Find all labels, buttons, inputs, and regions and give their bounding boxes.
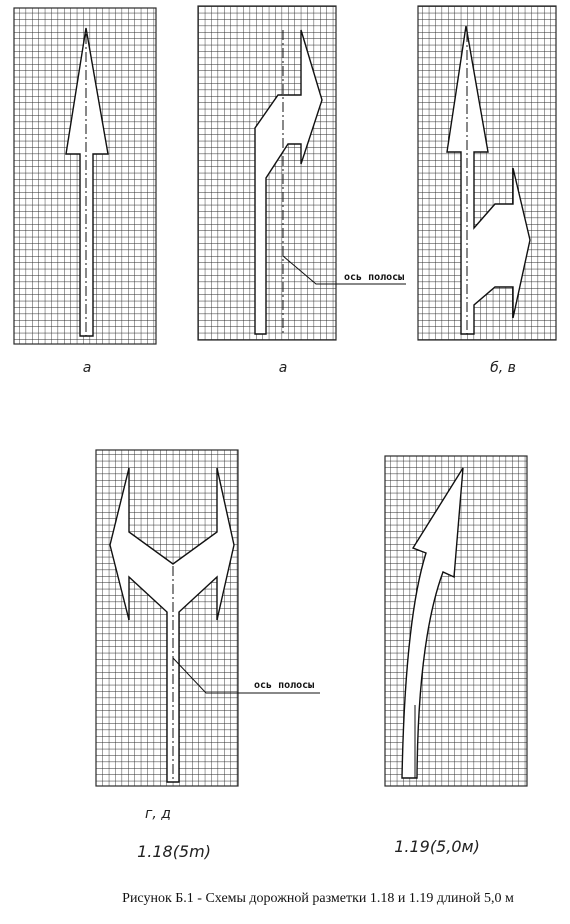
panel-straight (13, 7, 157, 345)
axis-note: ось полосы (344, 272, 404, 283)
panel-right: ось полосы (197, 5, 406, 341)
axis-note: ось полосы (254, 680, 314, 691)
left-right-arrow (109, 467, 235, 783)
figure-label: б, в (490, 360, 516, 376)
marking-number-118: 1.18(5m) (137, 842, 211, 861)
marking-number-119: 1.19(5,0м) (394, 837, 480, 856)
curved-left-arrow (401, 467, 464, 779)
axis-leader-line (282, 255, 406, 285)
axis-leader-line (172, 657, 320, 694)
figure-label: г, д (145, 806, 171, 822)
figure-label: а (279, 360, 288, 376)
figure-label: а (83, 360, 92, 376)
right-turn-arrow (254, 29, 323, 335)
straight-right-arrow (446, 25, 531, 335)
panel-curve-left (384, 455, 528, 787)
panel-left-right: ось полосы (95, 449, 320, 787)
figure-caption: Рисунок Б.1 - Схемы дорожной разметки 1.… (122, 891, 514, 906)
panel-straight-right (417, 5, 557, 341)
